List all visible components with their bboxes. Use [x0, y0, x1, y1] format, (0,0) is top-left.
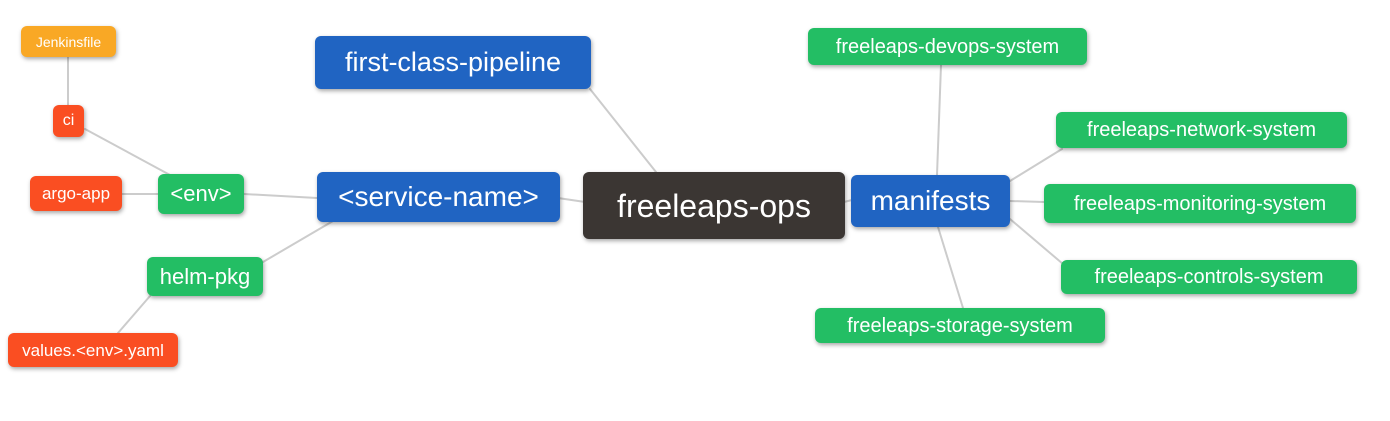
node-ci[interactable]: ci: [53, 105, 84, 137]
node-freeleaps-devops-system[interactable]: freeleaps-devops-system: [808, 28, 1087, 65]
node-freeleaps-ops[interactable]: freeleaps-ops: [583, 172, 845, 239]
edge-env-service-name: [243, 193, 318, 199]
edge-manifests-freeleaps-devops-system: [936, 64, 942, 176]
node-values-env-yaml[interactable]: values.<env>.yaml: [8, 333, 178, 367]
node-freeleaps-storage-system[interactable]: freeleaps-storage-system: [815, 308, 1105, 343]
edge-manifests-freeleaps-storage-system: [937, 226, 964, 309]
edge-manifests-freeleaps-monitoring-system: [1009, 200, 1045, 203]
node-service-name[interactable]: <service-name>: [317, 172, 560, 222]
node-manifests[interactable]: manifests: [851, 175, 1010, 227]
node-env[interactable]: <env>: [158, 174, 244, 214]
edge-manifests-freeleaps-controls-system: [1009, 218, 1064, 265]
node-jenkinsfile[interactable]: Jenkinsfile: [21, 26, 116, 57]
edge-manifests-freeleaps-network-system: [1009, 148, 1063, 182]
edge-values-env-yaml-helm-pkg: [117, 295, 151, 334]
edge-ci-env: [84, 128, 171, 176]
edge-helm-pkg-service-name: [262, 220, 334, 263]
edge-first-class-pipeline-freeleaps-ops: [589, 88, 657, 173]
node-argo-app[interactable]: argo-app: [30, 176, 122, 211]
node-freeleaps-monitoring-system[interactable]: freeleaps-monitoring-system: [1044, 184, 1356, 223]
node-helm-pkg[interactable]: helm-pkg: [147, 257, 263, 296]
node-first-class-pipeline[interactable]: first-class-pipeline: [315, 36, 591, 89]
node-freeleaps-network-system[interactable]: freeleaps-network-system: [1056, 112, 1347, 148]
node-freeleaps-controls-system[interactable]: freeleaps-controls-system: [1061, 260, 1357, 294]
edge-service-name-freeleaps-ops: [557, 197, 586, 203]
